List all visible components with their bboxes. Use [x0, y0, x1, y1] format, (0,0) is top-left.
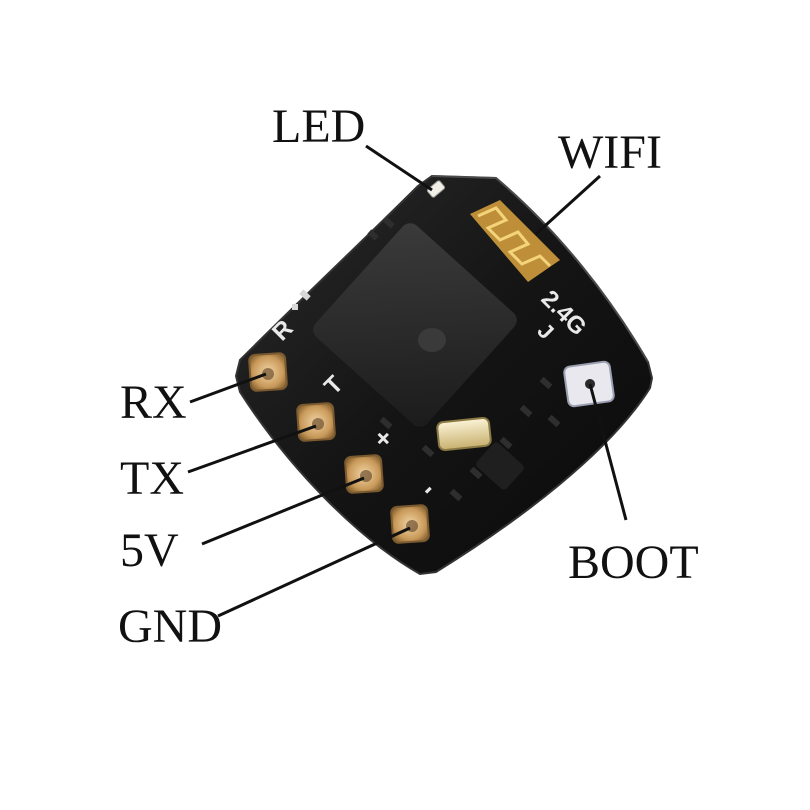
leader-rx [189, 372, 267, 404]
label-led: LED [272, 100, 365, 153]
leader-wifi [534, 174, 602, 236]
smd-components [292, 217, 561, 502]
label-rx: RX [120, 376, 187, 429]
label-boot: BOOT [568, 536, 699, 589]
crystal-oscillator [436, 416, 492, 452]
label-wifi: WIFI [558, 126, 662, 179]
label-5v: 5V [120, 524, 179, 577]
label-gnd: GND [118, 600, 222, 653]
main-chip [313, 223, 517, 427]
leader-5v [201, 476, 365, 546]
wifi-antenna [470, 200, 560, 282]
label-tx: TX [120, 452, 184, 505]
leader-lines [187, 144, 628, 618]
led-component [426, 180, 446, 198]
leader-gnd [217, 526, 411, 618]
boot-button[interactable] [563, 360, 615, 408]
leader-tx [187, 424, 317, 474]
leader-led [365, 144, 433, 192]
leader-boot [588, 383, 628, 521]
